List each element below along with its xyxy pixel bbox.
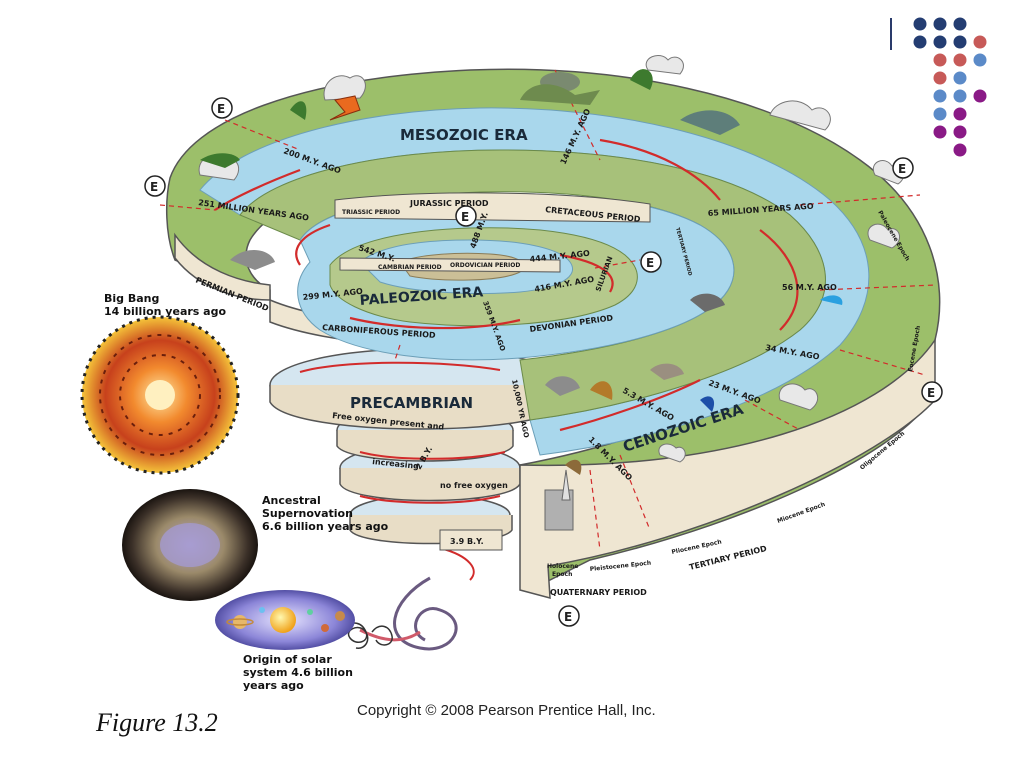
decor-dot [953, 89, 967, 103]
decor-dot [973, 89, 987, 103]
extinction-marker: E [558, 605, 580, 627]
decor-dot [973, 35, 987, 49]
period-jurassic: JURASSIC PERIOD [409, 199, 489, 208]
decor-dot [953, 125, 967, 139]
age-56: 56 M.Y. AGO [782, 283, 837, 292]
copyright-notice: Copyright © 2008 Pearson Prentice Hall, … [357, 702, 656, 719]
big-bang-label: Big Bang 14 billion years ago [104, 292, 227, 318]
epoch-miocene: Miocene Epoch [776, 501, 826, 525]
extinction-marker: E [640, 251, 662, 273]
svg-text:E: E [898, 162, 906, 176]
epoch-pleistocene: Pleistocene Epoch [589, 560, 651, 573]
decor-dot [913, 17, 927, 31]
epoch-pliocene: Pliocene Epoch [671, 538, 722, 555]
decor-dot [933, 125, 947, 139]
supernova-label: Ancestral Supernovation 6.6 billion year… [262, 494, 389, 533]
decor-dot [953, 107, 967, 121]
decor-dot [933, 89, 947, 103]
period-cambrian: CAMBRIAN PERIOD [378, 264, 442, 271]
corner-dot-decoration [913, 17, 987, 157]
svg-text:E: E [217, 102, 225, 116]
decor-dot [953, 143, 967, 157]
extinction-marker: E [455, 205, 477, 227]
decor-dot [953, 17, 967, 31]
extinction-marker: E [144, 175, 166, 197]
svg-text:E: E [927, 386, 935, 400]
extinction-markers: E E E E E E E [144, 97, 943, 627]
extinction-marker: E [211, 97, 233, 119]
solar-system-label: Origin of solar system 4.6 billion years… [243, 653, 353, 692]
corner-divider [890, 18, 892, 50]
precambrian-coils [269, 348, 571, 651]
decor-dot [933, 17, 947, 31]
svg-text:E: E [646, 256, 654, 270]
period-quaternary: QUATERNARY PERIOD [550, 588, 647, 597]
decor-dot [953, 53, 967, 67]
decor-dot [933, 35, 947, 49]
outer-spiral [159, 68, 941, 599]
big-bang-illustration [80, 315, 240, 475]
svg-text:E: E [564, 610, 572, 624]
decor-dot [953, 71, 967, 85]
note-no-free-oxygen: no free oxygen [440, 481, 508, 490]
decor-dot [913, 35, 927, 49]
decor-dot [933, 71, 947, 85]
extinction-marker: E [921, 381, 943, 403]
age-3-9by: 3.9 B.Y. [450, 537, 484, 546]
extinction-marker: E [892, 157, 914, 179]
decor-dot [933, 107, 947, 121]
solar-system-illustration [215, 590, 355, 650]
svg-text:E: E [461, 210, 469, 224]
decor-dot [953, 35, 967, 49]
period-ordovician: ORDOVICIAN PERIOD [450, 262, 520, 269]
decor-dot [933, 53, 947, 67]
era-precambrian: PRECAMBRIAN [350, 394, 473, 412]
era-mesozoic: MESOZOIC ERA [400, 126, 528, 144]
period-triassic: TRIASSIC PERIOD [342, 209, 400, 216]
supernova-illustration [122, 489, 258, 601]
figure-caption: Figure 13.2 [96, 708, 218, 737]
svg-text:E: E [150, 180, 158, 194]
decor-dot [973, 53, 987, 67]
